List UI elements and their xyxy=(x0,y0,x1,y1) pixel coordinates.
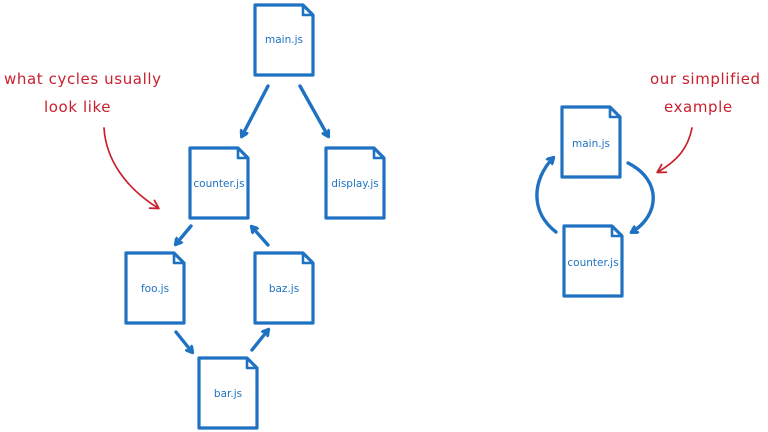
arrow-main-to-counter xyxy=(242,84,270,136)
file-foo-js: foo.js xyxy=(124,251,186,325)
file-counter-js: counter.js xyxy=(188,146,250,220)
file-label: main.js xyxy=(265,34,303,46)
file-label: counter.js xyxy=(567,257,618,269)
file-bar-js: bar.js xyxy=(197,356,259,430)
file-baz-js: baz.js xyxy=(253,251,315,325)
file-main-js-simplified: main.js xyxy=(560,105,622,179)
arrow-foo-to-bar xyxy=(174,330,192,352)
annotation-arrow xyxy=(656,127,693,174)
file-label: main.js xyxy=(572,138,610,150)
file-label: display.js xyxy=(331,178,379,190)
annotation-line: look like xyxy=(44,98,111,116)
file-label: counter.js xyxy=(193,178,244,190)
annotation-line: example xyxy=(664,98,733,116)
annotation-line: what cycles usually xyxy=(4,70,162,88)
arrow-main-to-counter-simplified xyxy=(626,161,655,232)
arrow-baz-to-counter xyxy=(252,227,270,247)
annotation-cycles: what cycles usually look like xyxy=(4,70,162,210)
arrow-bar-to-baz xyxy=(250,330,268,352)
file-label: foo.js xyxy=(141,283,169,295)
file-label: bar.js xyxy=(214,388,242,400)
annotation-arrow xyxy=(103,127,160,210)
file-counter-js-simplified: counter.js xyxy=(562,224,624,298)
file-label: baz.js xyxy=(269,283,299,295)
file-main-js: main.js xyxy=(253,3,315,77)
arrow-counter-to-foo xyxy=(176,224,193,244)
arrow-main-to-display xyxy=(298,84,328,136)
annotation-simplified: our simplified example xyxy=(650,70,761,174)
file-display-js: display.js xyxy=(324,146,386,220)
annotation-line: our simplified xyxy=(650,70,761,88)
arrow-counter-to-main-simplified xyxy=(535,158,558,234)
